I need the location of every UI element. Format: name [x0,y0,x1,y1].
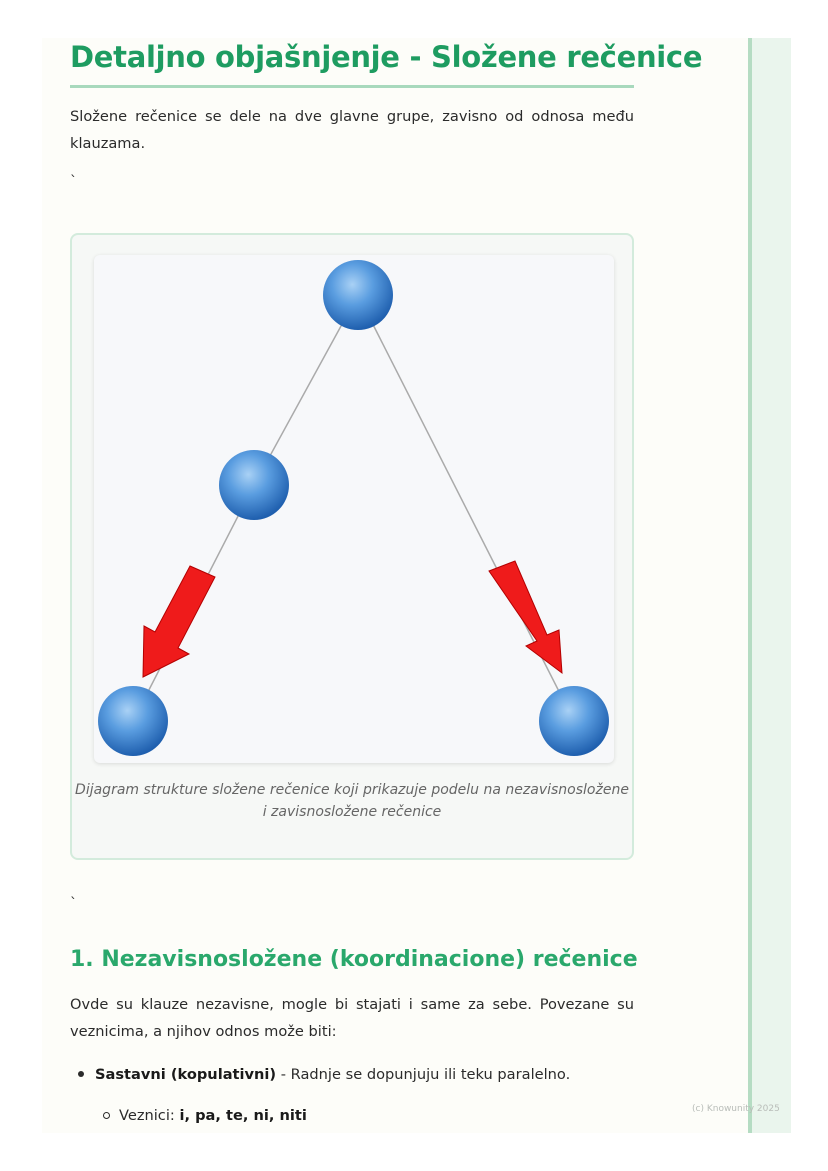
node-root [323,260,393,330]
bullet-circle-icon [103,1111,110,1119]
list-item-term: Sastavni (kopulativni) [95,1066,277,1083]
watermark: (c) Knowunity 2025 [692,1104,780,1114]
diagram-figure: Dijagram strukture složene rečenice koji… [70,233,634,860]
node-bottom-right [539,686,609,756]
sub-list-values: i, pa, te, ni, niti [179,1107,307,1124]
backtick-mark: ` [70,174,77,190]
list-item-text: - Radnje se dopunjuju ili teku paralelno… [276,1066,571,1083]
edge-root-left [253,294,359,486]
tree-diagram [98,260,609,756]
sub-list-label: Veznici: [119,1107,180,1124]
backtick-mark: ` [70,896,77,912]
bullet-dot-icon [78,1071,84,1077]
list-item: Sastavni (kopulativni) - Radnje se dopun… [78,1063,570,1087]
figure-caption: Dijagram strukture složene rečenice koji… [75,782,629,820]
sub-list-item: Veznici: i, pa, te, ni, niti [103,1104,307,1128]
section-heading: 1. Nezavisnosložene (koordinacione) reče… [70,947,638,972]
node-bottom-left [98,686,168,756]
intro-paragraph: Složene rečenice se dele na dve glavne g… [70,108,634,152]
page-title: Detaljno objašnjenje - Složene rečenice [70,40,703,74]
side-panel [748,38,791,1133]
arrow-right [488,560,563,675]
section-paragraph: Ovde su klauze nezavisne, mogle bi staja… [70,996,634,1040]
node-middle [219,450,289,520]
diagram-canvas [94,255,614,763]
title-underline [70,85,634,88]
arrow-left [142,565,216,678]
